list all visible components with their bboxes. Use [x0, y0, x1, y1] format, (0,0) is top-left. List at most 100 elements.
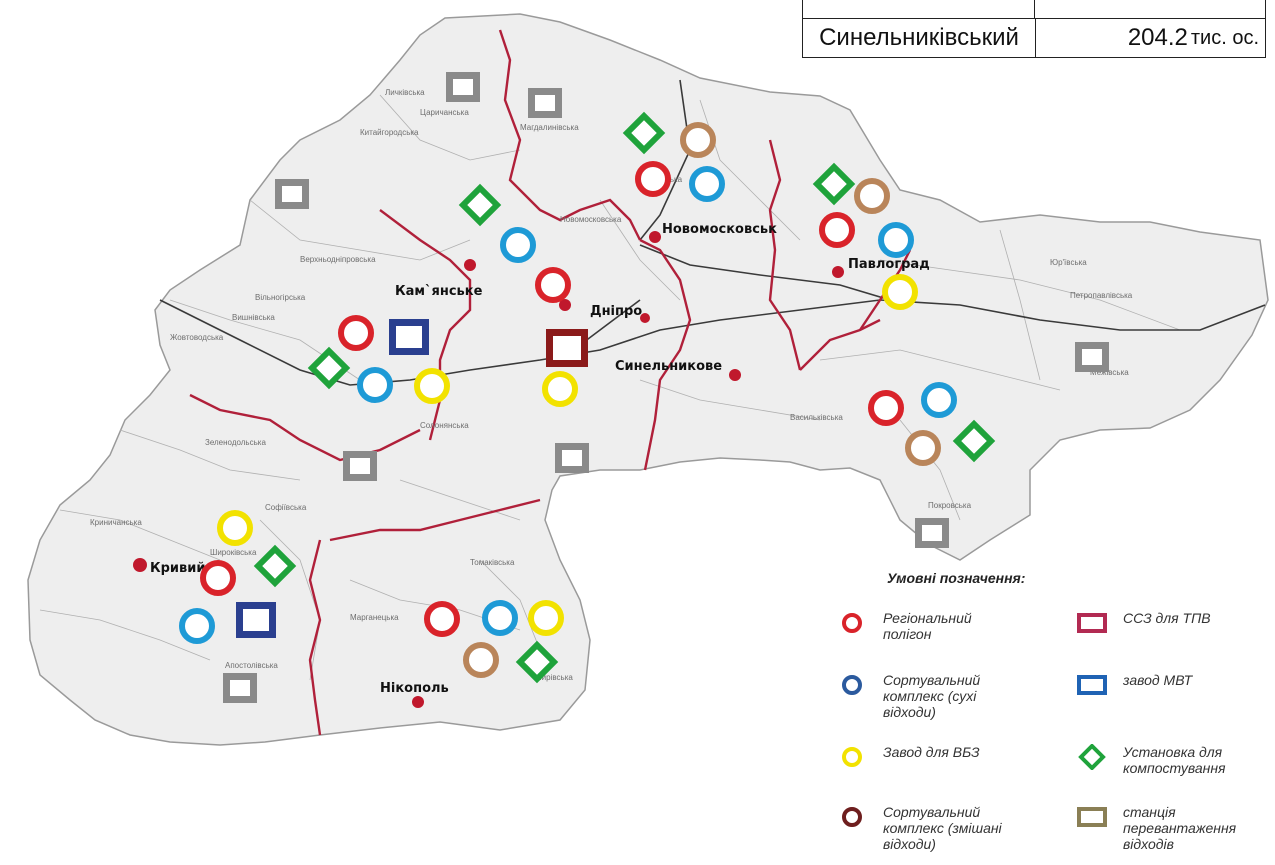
- city-label-novomoskovsk: Новомосковськ: [662, 222, 777, 237]
- svg-text:Зеленодольська: Зеленодольська: [205, 438, 266, 447]
- dry-sorting-symbol: [500, 227, 536, 263]
- legend-label: Сортувальний комплекс (сухі відходи): [883, 672, 981, 720]
- regional-landfill-symbol: [200, 560, 236, 596]
- transfer-station-symbol-inner: [922, 525, 942, 541]
- organic-plant-symbol: [414, 368, 450, 404]
- svg-text:Петропавлівська: Петропавлівська: [1070, 291, 1133, 300]
- population-unit: тис. ос.: [1190, 26, 1259, 49]
- info-table: Синельниківський 204.2 тис. ос.: [802, 0, 1266, 60]
- city-label-pavlohrad: Павлоград: [848, 257, 930, 272]
- city-label-dnipro: Дніпро: [590, 304, 642, 319]
- mixed-sorting-symbol: [854, 178, 890, 214]
- svg-text:Апостолівська: Апостолівська: [225, 661, 278, 670]
- organic-plant-symbol: [542, 371, 578, 407]
- mixed-sorting-symbol: [680, 122, 716, 158]
- legend-label: Установка для компостування: [1123, 744, 1226, 776]
- svg-text:Софіївська: Софіївська: [265, 503, 307, 512]
- mixed-sorting-symbol: [463, 642, 499, 678]
- transfer-station-symbol-inner: [350, 458, 370, 474]
- legend-item: Сортувальний комплекс (сухі відходи): [835, 672, 980, 720]
- regional-landfill-symbol: [424, 601, 460, 637]
- legend-circle-icon: [842, 747, 862, 767]
- svg-text:Межівська: Межівська: [1090, 368, 1129, 377]
- organic-plant-symbol: [217, 510, 253, 546]
- compost-symbol: [253, 544, 297, 588]
- city-label-synelnykove: Синельникове: [615, 359, 722, 374]
- district-name: Синельниківський: [803, 19, 1036, 57]
- city-label-kamianske: Кам`янське: [395, 284, 483, 299]
- dry-sorting-symbol: [179, 608, 215, 644]
- svg-text:Мирівська: Мирівська: [535, 673, 573, 682]
- dry-sorting-symbol: [921, 382, 957, 418]
- legend-square-icon: [1077, 675, 1107, 695]
- svg-text:Вишнівська: Вишнівська: [232, 313, 275, 322]
- dry-sorting-symbol: [482, 600, 518, 636]
- dry-sorting-symbol: [878, 222, 914, 258]
- legend-square-icon: [1077, 807, 1107, 827]
- svg-text:Томаківська: Томаківська: [470, 558, 515, 567]
- legend-item: Сортувальний комплекс (змішані відходи): [835, 804, 1002, 852]
- legend-diamond-icon: [1078, 744, 1106, 770]
- legend-label: завод МВТ: [1123, 672, 1193, 688]
- city-labels: Дніпро Кам`янське Новомосковськ Павлогра…: [150, 222, 930, 696]
- legend-item: завод МВТ: [1075, 672, 1192, 698]
- compost-symbol: [458, 183, 502, 227]
- city-label-kryvyi: Кривий: [150, 561, 206, 576]
- svg-text:Криничанська: Криничанська: [90, 518, 142, 527]
- svg-text:Магдалинівська: Магдалинівська: [520, 123, 579, 132]
- transfer-station-symbol-inner: [1082, 349, 1102, 365]
- organic-plant-symbol: [882, 274, 918, 310]
- compost-symbol: [515, 640, 559, 684]
- district-borders: [189, 29, 912, 736]
- svg-text:Солонянська: Солонянська: [420, 421, 469, 430]
- organic-plant-symbol: [528, 600, 564, 636]
- legend-item: Установка для компостування: [1075, 744, 1226, 776]
- transfer-station-symbol-inner: [282, 186, 302, 202]
- ssz-symbol-inner: [553, 336, 581, 360]
- compost-symbol: [952, 419, 996, 463]
- legend-square-icon: [1077, 613, 1107, 633]
- svg-text:Марганецька: Марганецька: [350, 613, 399, 622]
- regional-landfill-symbol: [338, 315, 374, 351]
- mixed-sorting-symbol: [905, 430, 941, 466]
- mbt-plant-symbol-inner: [243, 609, 269, 631]
- dry-sorting-symbol: [689, 166, 725, 202]
- regional-landfill-symbol: [535, 267, 571, 303]
- city-dots: [133, 231, 844, 708]
- transfer-station-symbol-inner: [535, 95, 555, 111]
- region-outline: [27, 13, 1269, 746]
- legend-label: ССЗ для ТПВ: [1123, 610, 1211, 626]
- legend-label: Завод для ВБЗ: [883, 744, 980, 760]
- svg-text:Личківська: Личківська: [385, 88, 425, 97]
- svg-text:Покровська: Покровська: [928, 501, 972, 510]
- legend-label: Регіональний полігон: [883, 610, 972, 642]
- svg-text:Васильківська: Васильківська: [790, 413, 843, 422]
- legend-circle-icon: [842, 613, 862, 633]
- legend-label: станція перевантаження відходів: [1123, 804, 1237, 852]
- regional-landfill-symbol: [635, 161, 671, 197]
- svg-text:Вільногірська: Вільногірська: [255, 293, 306, 302]
- svg-text:Юр'ївська: Юр'ївська: [1050, 258, 1087, 267]
- legend-circle-icon: [842, 807, 862, 827]
- facility-symbols: [179, 72, 1109, 703]
- compost-symbol: [307, 346, 351, 390]
- population-value: 204.2: [1127, 24, 1188, 51]
- svg-text:Новомосковська: Новомосковська: [560, 215, 622, 224]
- info-row: Синельниківський 204.2 тис. ос.: [802, 18, 1266, 58]
- legend-circle-icon: [842, 675, 862, 695]
- regional-landfill-symbol: [868, 390, 904, 426]
- mbt-plant-symbol-inner: [396, 326, 422, 348]
- legend-label: Сортувальний комплекс (змішані відходи): [883, 804, 1002, 852]
- legend-item: Регіональний полігон: [835, 610, 972, 642]
- city-label-nikopol: Нікополь: [380, 681, 449, 696]
- svg-text:Китайгородська: Китайгородська: [360, 128, 419, 137]
- transfer-station-symbol-inner: [453, 79, 473, 95]
- legend-title: Умовні позначення:: [887, 570, 1026, 586]
- compost-symbol: [622, 111, 666, 155]
- legend-item: ССЗ для ТПВ: [1075, 610, 1211, 636]
- svg-text:Верхньодніпровська: Верхньодніпровська: [300, 255, 376, 264]
- legend-item: Завод для ВБЗ: [835, 744, 980, 770]
- compost-symbol: [812, 162, 856, 206]
